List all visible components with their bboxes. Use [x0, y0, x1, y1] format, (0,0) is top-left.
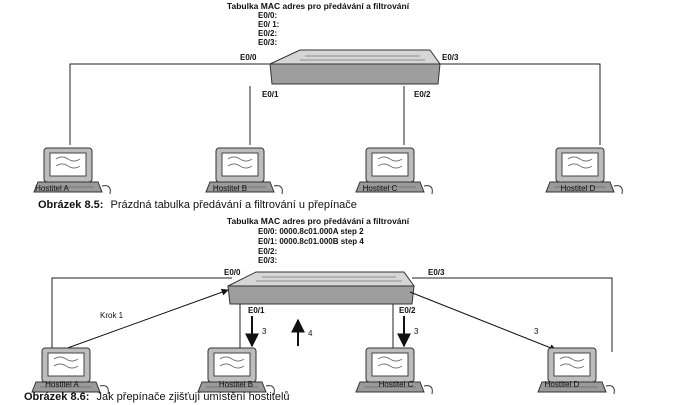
fig1-table-row-0: E0/0: [258, 11, 277, 20]
fig1-caption: Obrázek 8.5: Prázdná tabulka předávání a… [38, 199, 357, 211]
fig2-caption-text: Jak přepínače zjišťují umístění hostitel… [96, 391, 289, 403]
fig2-step-d: 3 [534, 327, 539, 336]
fig2-arrow-krok1 [61, 288, 229, 351]
figure-8-5: Tabulka MAC adres pro předávání a filtro… [33, 1, 623, 211]
fig1-port-e03: E0/3 [442, 53, 459, 62]
fig1-port-e00: E0/0 [240, 53, 257, 62]
fig2-host-a-label: Hostitel A [45, 380, 79, 389]
fig2-host-b-label: Hostitel B [219, 380, 253, 389]
fig2-cable-e03 [412, 277, 613, 352]
fig2-caption-label: Obrázek 8.6: [24, 391, 89, 403]
fig2-table-title: Tabulka MAC adres pro předávání a filtro… [227, 216, 410, 226]
fig1-table-row-1: E0/ 1: [258, 20, 279, 29]
fig2-step-krok1: Krok 1 [100, 311, 124, 320]
fig2-table-row-3: E0/3: [258, 256, 277, 265]
fig1-switch [269, 49, 441, 85]
fig2-port-e02: E0/2 [399, 306, 416, 315]
fig2-caption: Obrázek 8.6: Jak přepínače zjišťují umís… [24, 391, 290, 403]
fig1-caption-label: Obrázek 8.5: [38, 199, 103, 211]
fig2-port-e03: E0/3 [428, 268, 445, 277]
fig2-host-d-label: Hostitel D [545, 380, 580, 389]
fig2-step-b: 3 [262, 327, 267, 336]
fig1-table-row-2: E0/2: [258, 29, 277, 38]
figure-8-6: Tabulka MAC adres pro předávání a filtro… [24, 216, 615, 403]
fig2-table-row-1: E0/1: 0000.8c01.000B step 4 [258, 237, 364, 246]
fig1-caption-text: Prázdná tabulka předávání a filtrování u… [110, 199, 356, 211]
fig2-cable-e00 [51, 277, 232, 352]
fig2-step-b-up: 4 [308, 329, 313, 338]
fig1-host-c-label: Hostitel C [363, 184, 398, 193]
fig2-step-c: 3 [414, 327, 419, 336]
fig2-table-row-0: E0/0: 0000.8c01.000A step 2 [258, 227, 364, 236]
fig2-switch [227, 271, 415, 305]
fig2-arrow-d [409, 291, 557, 351]
fig1-table-row-3: E0/3: [258, 38, 277, 47]
fig1-port-e02: E0/2 [414, 90, 431, 99]
fig1-cable-e03 [436, 63, 601, 145]
fig1-host-a-label: Hostitel A [35, 184, 69, 193]
fig2-port-e00: E0/0 [224, 268, 241, 277]
fig1-table-title: Tabulka MAC adres pro předávání a filtro… [227, 1, 410, 11]
fig1-host-b-label: Hostitel B [213, 184, 247, 193]
fig2-port-e01: E0/1 [248, 306, 265, 315]
fig2-host-c-label: Hostitel C [379, 380, 414, 389]
fig1-cable-e00 [69, 63, 270, 145]
fig2-table-row-2: E0/2: [258, 247, 277, 256]
fig1-port-e01: E0/1 [262, 90, 279, 99]
fig1-host-d-label: Hostitel D [561, 184, 596, 193]
